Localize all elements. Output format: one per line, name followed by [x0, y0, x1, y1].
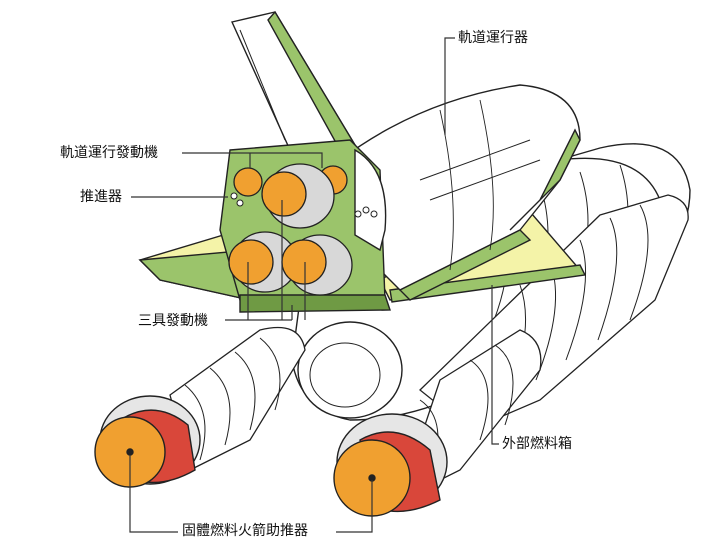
srb-left-nozzle — [94, 395, 201, 488]
label-external-tank: 外部燃料箱 — [502, 436, 572, 452]
leader-lines — [129, 37, 499, 533]
label-oms-engines: 軌道運行發動機 — [60, 145, 158, 161]
label-main-engines: 三具發動機 — [138, 313, 208, 329]
label-orbiter: 軌道運行器 — [458, 30, 528, 46]
thrusters — [230, 192, 378, 218]
orbiter-fuselage — [339, 84, 581, 301]
label-srb: 固體燃料火箭助推器 — [182, 523, 308, 539]
srb-left-body — [169, 326, 306, 471]
orbiter-tail-fin — [231, 10, 357, 151]
main-engines — [228, 163, 353, 296]
srb-right-nozzle — [333, 413, 448, 517]
label-thrusters: 推進器 — [80, 189, 122, 205]
